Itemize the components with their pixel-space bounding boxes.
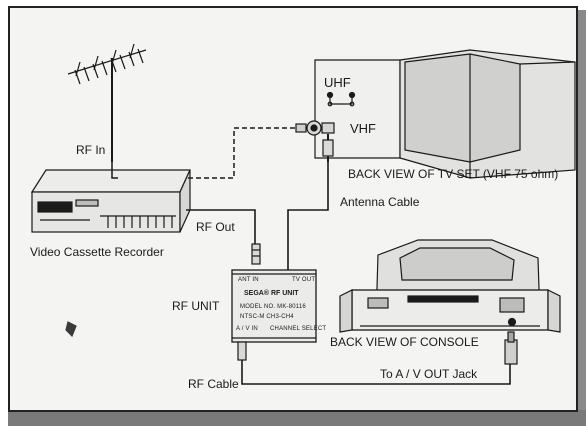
vhf-label: VHF [350, 121, 376, 136]
rf-cable-label: RF Cable [188, 377, 239, 391]
antenna-cable-label: Antenna Cable [340, 195, 420, 209]
console-back-label: BACK VIEW OF CONSOLE [330, 335, 479, 349]
av-out-jack-label: To A / V OUT Jack [380, 367, 478, 381]
tv-back-label: BACK VIEW OF TV SET (VHF 75 ohm) [348, 167, 559, 181]
rf-box-channel-info: NTSC-M CH3-CH4 [240, 314, 294, 320]
rf-box-ant-in: ANT IN [238, 277, 259, 283]
rf-box-av-in: A / V IN [236, 326, 258, 332]
vcr-device-icon [30, 169, 191, 233]
decorative-mark [65, 321, 77, 338]
rf-unit-box-icon [231, 269, 317, 343]
av-plug-icon [504, 331, 518, 365]
rf-box-brand: SEGA® RF UNIT [244, 290, 299, 297]
frame-shadow-bottom [8, 410, 586, 426]
uhf-label: UHF [324, 75, 351, 90]
vcr-label: Video Cassette Recorder [30, 245, 164, 259]
rf-box-channel-select: CHANNEL SELECT [270, 326, 327, 332]
frame-shadow-right [576, 10, 586, 426]
rf-box-tv-out: TV OUT [292, 277, 316, 283]
rf-unit-label: RF UNIT [172, 299, 220, 313]
rf-out-label: RF Out [196, 220, 235, 234]
rf-in-label: RF In [76, 143, 106, 157]
tv-antenna-icon [67, 43, 147, 162]
game-console-back-icon [339, 239, 561, 333]
rf-box-model: MODEL NO. MK-80116 [240, 304, 306, 310]
tv-set-back-icon [295, 49, 576, 179]
